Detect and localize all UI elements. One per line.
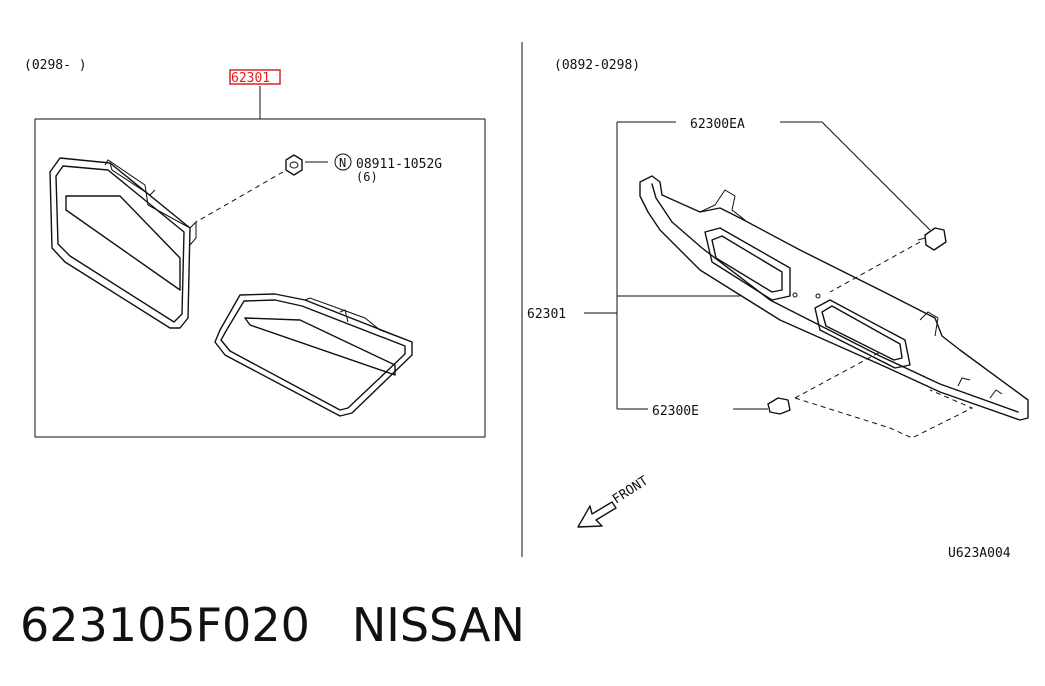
diagram-code: U623A004 [948, 546, 1011, 561]
kit-box [34, 118, 486, 438]
clip-lower-icon [767, 397, 791, 415]
grille-hole [792, 292, 798, 298]
clip-upper-label: 62300EA [690, 117, 745, 132]
left-date-range: (0298- ) [24, 58, 87, 73]
part-number: 623105F020 [20, 598, 310, 652]
part-top-label: 62301 [231, 71, 270, 86]
clip-upper-dashed [829, 241, 921, 293]
nut-part-label: 08911-1052G [356, 157, 442, 172]
grille-hole [815, 293, 821, 299]
right-date-range: (0892-0298) [554, 58, 640, 73]
part-62301-highlight[interactable]: 62301 [229, 69, 281, 86]
clip-lower-label: 62300E [652, 404, 699, 419]
clip-upper-icon [917, 227, 947, 251]
nut-icon [285, 154, 303, 176]
brand-name: NISSAN [351, 598, 525, 652]
radiator-grille [639, 175, 1029, 421]
clip-upper-leader-b [821, 121, 931, 231]
right-grille-piece [214, 293, 413, 417]
highlight-box [229, 69, 281, 85]
clip-lower-dashed [794, 351, 974, 439]
nut-qty: (6) [356, 170, 378, 184]
circle-n-icon [334, 153, 352, 171]
left-grille-piece [49, 157, 197, 329]
parts-diagram: (0298- ) 62301 N 08911-1052G (6) (0892-0… [24, 42, 1029, 561]
part-caption: 623105F020 NISSAN [20, 598, 525, 652]
front-arrow-icon [577, 501, 617, 528]
grille-label: 62301 [527, 307, 566, 322]
circle-letter: N [339, 156, 346, 170]
nut-dashed-line [195, 171, 284, 223]
front-label: FRONT [610, 473, 651, 507]
